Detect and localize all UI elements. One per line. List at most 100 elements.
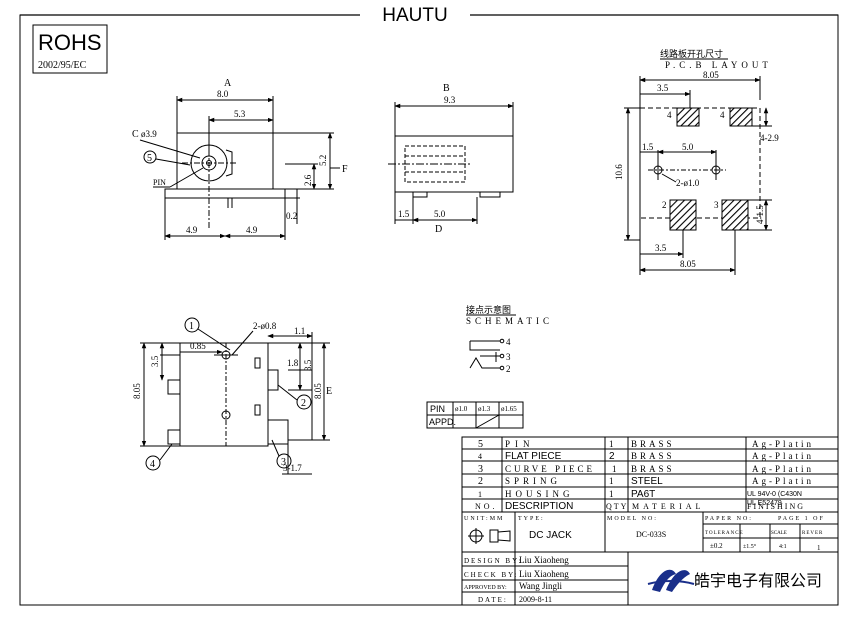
tb-scale-value: 4:1 (779, 544, 787, 550)
dim-3-1-7: 3-1.7 (283, 463, 302, 473)
bom-desc-2: CURVE PIECE (505, 464, 595, 474)
tb-scale-label: SCALE (771, 531, 787, 536)
pad-4a: 4 (667, 110, 672, 120)
tb-approved-value: Wang Jingli (519, 581, 563, 591)
bom-h-desc: DESCRIPTION (505, 501, 573, 512)
schematic-pin4: 4 (506, 337, 511, 347)
pcb-title-cn: 线路板开孔尺寸 (660, 48, 723, 59)
bom-no-4: 1 (478, 490, 482, 499)
balloon-5: 5 (147, 153, 152, 164)
schematic: 接点示意图 SCHEMATIC 4 3 2 (466, 304, 553, 374)
dim-3-5: 3.5 (150, 355, 160, 367)
pin-table-h1: ø1.0 (455, 405, 468, 413)
pcb-dim-hole-span: 5.0 (682, 142, 694, 152)
tb-unit-label: UNIT:MM (464, 516, 504, 522)
bom-no-0: 5 (478, 439, 483, 450)
tb-date-label: DATE: (478, 596, 508, 604)
pad-4b: 4 (720, 110, 725, 120)
balloon-1: 1 (189, 321, 194, 332)
pcb-dim-bottom-total: 8.05 (680, 259, 696, 269)
schematic-pin3: 3 (506, 352, 511, 362)
bom-table: 5 PIN 1 BRASS Ag-Platin 4 FLAT PIECE 2 B… (461, 436, 839, 513)
dim-width: 8.0 (217, 89, 229, 99)
dim-8-05r: 8.05 (313, 383, 323, 399)
bom-qty-4: 1 (609, 489, 614, 499)
callout-C: C (132, 129, 139, 140)
balloon-4: 4 (150, 459, 155, 470)
tb-toler-label: TOLERANCE (705, 531, 744, 536)
pin-table-h2: ø1.3 (478, 405, 491, 413)
bom-qty-1: 2 (609, 451, 615, 462)
pin-table-h0: PIN (430, 404, 445, 414)
bom-qty-2: 1 (612, 464, 617, 474)
dim-pin-height: 2.6 (303, 174, 313, 186)
dim-1-1: 1.1 (294, 326, 305, 336)
pin-table-row-label: APPD. (429, 417, 456, 427)
dim-offset: 5.3 (234, 109, 246, 119)
bom-h-mat: MATERIAL (632, 502, 704, 511)
pcb-dim-pad-gap: 4-2.9 (760, 133, 779, 143)
schematic-title-cn: 接点示意图 (466, 304, 511, 315)
tb-toler-value: ±0.2 (710, 542, 723, 550)
bom-fin-1: Ag-Platin (752, 451, 814, 461)
bom-fin-3: Ag-Platin (752, 476, 814, 486)
tb-design-label: DESIGN BY: (464, 557, 522, 565)
bom-no-1: 4 (478, 452, 482, 461)
dim-8-05: 8.05 (132, 383, 142, 399)
balloon-2: 2 (301, 398, 306, 409)
bom-fin-4: UL 94V-0 (C430N (747, 491, 802, 498)
bom-mat-0: BRASS (631, 439, 675, 449)
tb-toler-angle: ±1.5° (743, 543, 757, 550)
tb-company: 皓宇电子有限公司 (694, 572, 822, 590)
title-block: UNIT:MM TYPE: DC JACK MODEL NO: DC-033S … (461, 511, 839, 606)
side-dim-start: 1.5 (398, 209, 410, 219)
pcb-hole-dia: 2-ø1.0 (676, 178, 700, 188)
dim-0-85: 0.85 (190, 341, 206, 351)
balloon-3: 3 (281, 457, 286, 468)
pcb-title-en: P.C.B LAYOUT (665, 60, 772, 70)
dim-length: 9.3 (444, 95, 456, 105)
bom-desc-1: FLAT PIECE (505, 451, 562, 462)
bom-mat-4: PA6T (631, 489, 655, 500)
company-logo (647, 569, 695, 592)
schematic-pin2: 2 (506, 364, 511, 374)
pin-table-h3: ø1.65 (501, 405, 517, 413)
dim-1-8: 1.8 (287, 358, 299, 368)
bom-fin-0: Ag-Platin (752, 439, 814, 449)
bom-h-fin: FINISHING (747, 502, 805, 511)
bom-mat-1: BRASS (631, 451, 675, 461)
bom-fin-2: Ag-Platin (752, 464, 814, 474)
bom-extra-note: UL E52479 (747, 500, 782, 507)
pcb-dim-top-left: 3.5 (657, 83, 669, 93)
bom-mat-2: BRASS (631, 464, 675, 474)
rohs-mark: ROHS 2002/95/EC (32, 24, 108, 74)
tb-date-value: 2009-8-11 (519, 595, 552, 604)
pcb-dim-height: 10.6 (614, 164, 624, 180)
label-A: A (224, 78, 232, 89)
tb-check-value: Liu Xiaoheng (519, 569, 569, 579)
tb-model-value: DC-033S (636, 530, 666, 539)
tb-paper-label: PAPER NO: (705, 516, 753, 522)
dia-center: ø3.9 (141, 129, 157, 139)
bom-desc-4: HOUSING (505, 489, 574, 499)
schematic-title-en: SCHEMATIC (466, 316, 553, 326)
pad-2: 2 (662, 200, 667, 210)
pcb-dim-hole-x: 1.5 (642, 142, 654, 152)
bom-qty-3: 1 (609, 476, 614, 486)
dim-pin-gap: 0.2 (286, 211, 297, 221)
bom-no-2: 3 (478, 464, 483, 475)
pcb-dim-pad-h: 4-1.5 (755, 205, 765, 224)
pin-table: PIN ø1.0 ø1.3 ø1.65 APPD. (426, 401, 524, 429)
bom-no-3: 2 (478, 476, 483, 487)
tb-model-label: MODEL NO: (607, 516, 658, 522)
tb-approved-label: APPROVED BY: (464, 585, 507, 591)
dim-right: 4.9 (246, 225, 258, 235)
tb-check-label: CHECK BY: (464, 571, 519, 579)
bom-mat-3: STEEL (631, 476, 663, 487)
side-view: B 9.3 1.5 5.0 D (388, 83, 514, 235)
tb-design-value: Liu Xiaoheng (519, 555, 569, 565)
rohs-directive: 2002/95/EC (38, 60, 87, 71)
bom-qty-0: 1 (609, 439, 614, 449)
